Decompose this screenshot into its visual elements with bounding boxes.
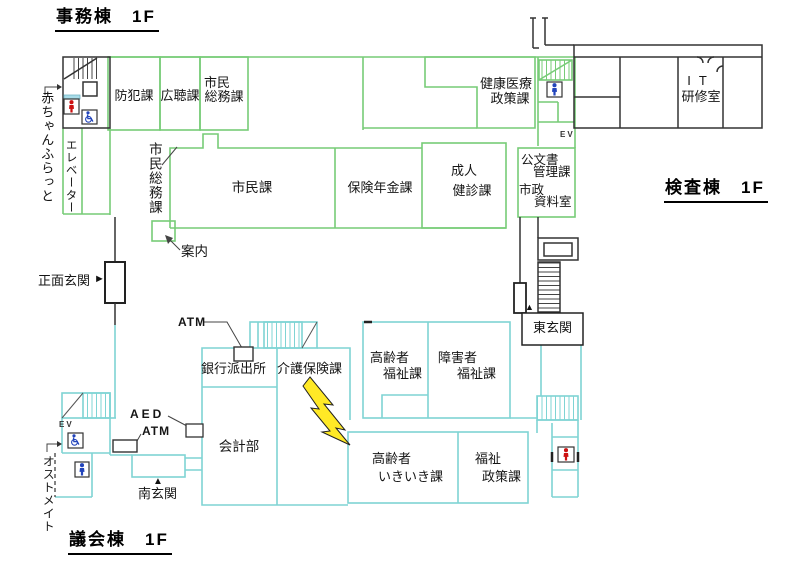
stairs-center-diagonal: [301, 321, 318, 349]
label-atm-top: ATM: [178, 315, 207, 329]
label-shogai-line1: 障害者: [438, 350, 478, 365]
label-atm-bottom: ATM: [142, 424, 171, 438]
label-ginko-hashutsujo: 銀行派出所: [201, 361, 267, 376]
office-wing-walls: [62, 56, 576, 242]
room-ikiiki-fukushi: [347, 431, 529, 504]
main-entrance-door: [104, 261, 126, 304]
label-main-entrance: 正面玄関: [38, 273, 91, 288]
label-seijin-line1: 成人: [450, 163, 477, 178]
lightning-bolt-highlight: [302, 376, 351, 446]
south-entrance-porch: [131, 454, 186, 478]
stairs-east: [537, 261, 561, 313]
label-kobunsho-line1: 公文書: [521, 153, 559, 167]
label-it-line1: IT: [687, 73, 715, 88]
callout-lines: [44, 86, 243, 452]
label-ikiiki-line2: いきいき課: [378, 469, 444, 484]
label-aed: AED: [130, 407, 165, 421]
label-somuka-line1: 市民: [203, 75, 230, 90]
label-kenko-line2: 政策課: [490, 91, 530, 106]
ostomate-arrowhead: [57, 441, 62, 447]
stair-lobby-block: [62, 56, 111, 129]
label-korei-fukushi-line2: 福祉課: [383, 366, 423, 381]
door-ticks: [364, 320, 580, 462]
label-korei-fukushi-line1: 高齢者: [370, 350, 410, 365]
label-ikiiki-line1: 高齢者: [372, 451, 412, 466]
label-somuka-line2: 総務課: [204, 89, 244, 104]
atm-bottom-box: [112, 439, 138, 453]
label-kaigo-hokenka: 介護保険課: [277, 361, 343, 376]
label-fukushi-seisaku-line1: 福祉: [475, 451, 502, 466]
east-ramp: [537, 237, 579, 261]
room-shiminka: [169, 133, 422, 228]
atm-top-pointer: [203, 321, 243, 349]
label-fukushi-seisaku-line2: 政策課: [482, 469, 522, 484]
lower-wing-walls: [55, 321, 582, 506]
room-seijin-kenshin: [421, 142, 507, 229]
ostomate-pointer: [46, 443, 57, 452]
label-elevator: エレベーター: [64, 139, 77, 214]
title-office-wing: 事務棟 1F: [55, 7, 159, 32]
room-korei-shogai: [362, 321, 511, 419]
akachan-pointer: [44, 86, 57, 95]
label-south-entrance: 南玄関: [138, 486, 178, 501]
stairs-bottom-left-diagonal: [61, 392, 84, 419]
annai-booth: [151, 220, 176, 242]
aed-box: [185, 423, 204, 438]
annai-arrowhead: [165, 235, 173, 244]
label-kaikeibu: 会計部: [218, 439, 260, 454]
south-entrance-arrow: ▲: [153, 476, 163, 487]
main-entrance-arrow: ►: [94, 273, 105, 285]
aed-pointer: [167, 415, 188, 427]
inspection-wing-outline: [573, 44, 763, 129]
atm-top-box: [233, 346, 254, 362]
east-entrance-door: [513, 282, 527, 314]
label-seijin-line2: 健診課: [452, 183, 492, 198]
elevator-shaft-box: [82, 81, 98, 97]
label-somuka-vertical: 市民総務課: [146, 142, 162, 215]
label-kenko-line1: 健康医療: [479, 76, 532, 91]
title-inspection-wing: 検査棟 1F: [664, 178, 768, 203]
dark-structures: [62, 17, 763, 346]
label-ev-top: EV: [560, 130, 575, 139]
annai-pointer: [168, 238, 181, 251]
label-bohanka: 防犯課: [114, 88, 154, 103]
label-it-line2: 研修室: [681, 89, 721, 104]
east-entrance-box: [521, 312, 584, 346]
stairs-top-left: [72, 58, 98, 79]
stairs-bottom-right: [536, 395, 579, 421]
label-kobunsho-line2: 管理課: [533, 165, 571, 179]
label-hoken-nenkinka: 保険年金課: [347, 180, 413, 195]
label-shiminka: 市民課: [231, 180, 273, 195]
label-akachan-flat: 赤ちゃんふらっと: [39, 91, 55, 203]
door-arcs: [696, 56, 724, 73]
room-shimin-somuka-small: [199, 56, 249, 131]
label-shisei-line2: 資料室: [534, 195, 572, 209]
east-entrance-arrow: ▲: [525, 302, 534, 312]
label-ev-bottom: EV: [59, 420, 74, 429]
label-kochoka: 広聴課: [160, 88, 200, 103]
label-annai: 案内: [181, 244, 208, 259]
label-shisei-line1: 市政: [519, 183, 545, 197]
pictograms: [63, 81, 575, 478]
label-east-entrance: 東玄関: [532, 320, 572, 335]
somu-pointer: [161, 146, 178, 166]
label-ostomate: オストメイト: [41, 455, 56, 533]
label-shogai-line2: 福祉課: [457, 366, 497, 381]
akachan-arrowhead: [57, 84, 62, 90]
room-kobunsho-shisei: [517, 147, 576, 218]
title-assembly-wing: 議会棟 1F: [68, 530, 172, 555]
